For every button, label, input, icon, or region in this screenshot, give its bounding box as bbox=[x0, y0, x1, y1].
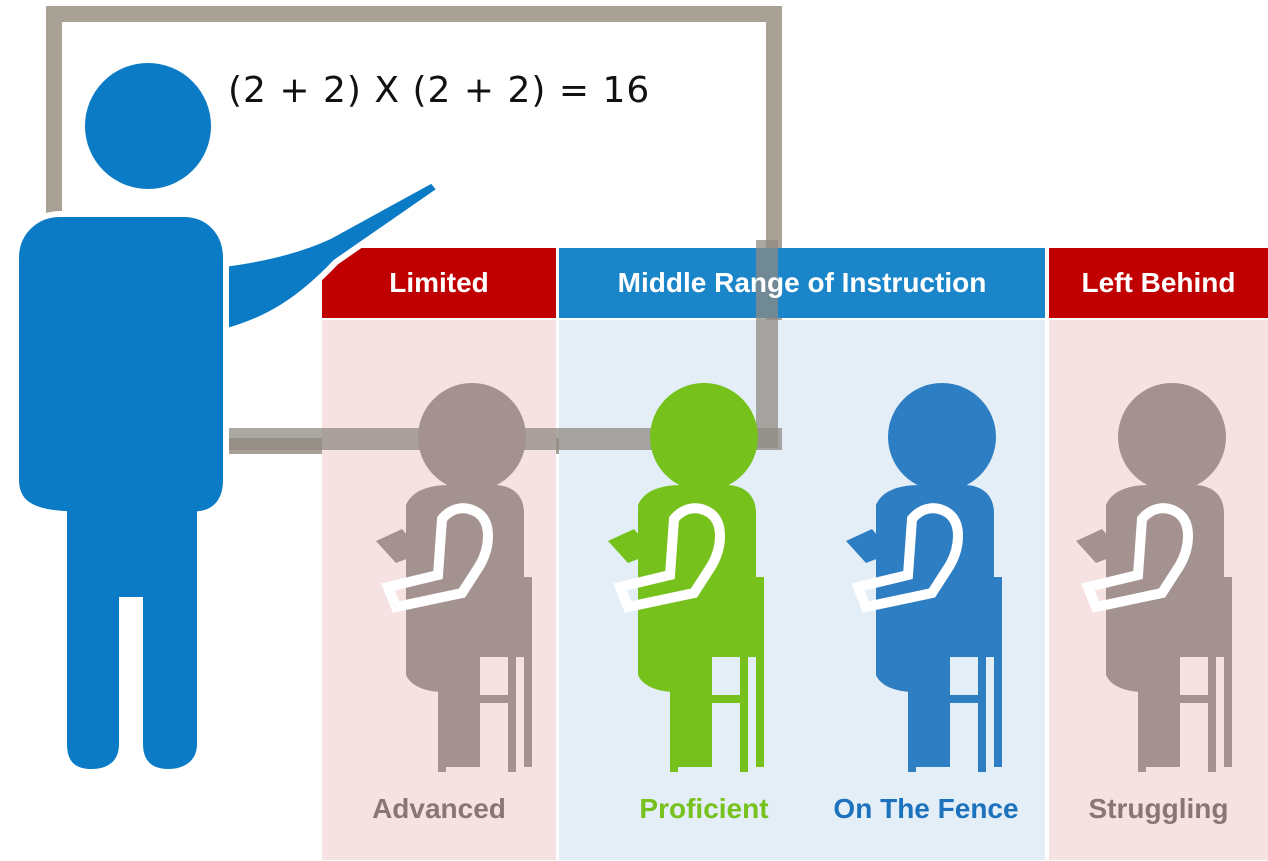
label-advanced: Advanced bbox=[372, 793, 506, 824]
header-middle-range: Middle Range of Instruction bbox=[617, 267, 987, 298]
whiteboard-edge-right bbox=[756, 240, 778, 448]
header-bar-limited bbox=[322, 248, 556, 318]
header-limited: Limited bbox=[389, 267, 489, 298]
label-proficient: Proficient bbox=[639, 793, 769, 824]
header-left-behind: Left Behind bbox=[1081, 267, 1236, 298]
label-struggling: Struggling bbox=[1088, 793, 1229, 824]
group-headers bbox=[322, 248, 1268, 318]
label-on-the-fence: On The Fence bbox=[833, 793, 1019, 824]
whiteboard-equation: (2 + 2) X (2 + 2) = 16 bbox=[228, 70, 651, 111]
header-bar-left-behind bbox=[1049, 248, 1268, 318]
teacher-pointing-icon bbox=[13, 57, 445, 776]
header-bar-middle-range bbox=[559, 248, 1045, 318]
